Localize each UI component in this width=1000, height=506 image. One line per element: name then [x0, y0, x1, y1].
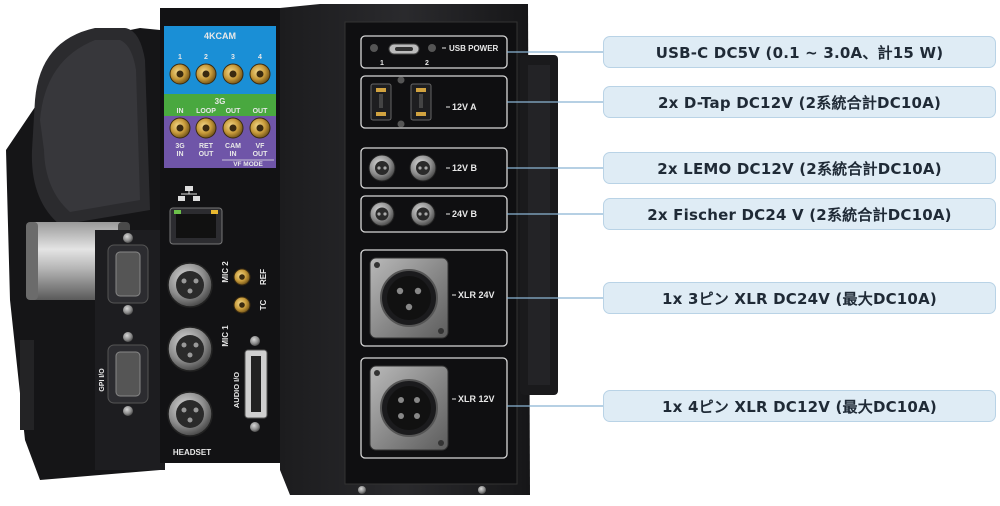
- callout-xlr-3pin: 1x 3ピン XLR DC24V (最大DC10A): [603, 282, 996, 314]
- callout-xlr-4pin: 1x 4ピン XLR DC12V (最大DC10A): [603, 390, 996, 422]
- tc-label: TC: [259, 299, 268, 310]
- headset-connector: [167, 391, 213, 437]
- xlr12-connector: [369, 365, 449, 451]
- usb-port-1-label: 1: [380, 60, 384, 67]
- sdi-block: 4KCAM 1 2 3 4 3G IN LOOP OUT OUT 3G IN R…: [164, 26, 276, 168]
- network-icon: [178, 186, 200, 201]
- sdi-bottom-label-3a: CAM: [225, 143, 241, 150]
- ref-label: REF: [259, 269, 268, 285]
- gpi-connector-bottom: [107, 332, 149, 416]
- gpi-label: GPI I/O: [99, 368, 106, 392]
- headset-label: HEADSET: [173, 448, 211, 457]
- mic1-label: MIC 1: [221, 325, 230, 347]
- xlr24-group: XLR 24V: [360, 249, 508, 347]
- callout-fischer: 2x Fischer DC24 V (2系統合計DC10A): [603, 198, 996, 230]
- v12b-label: 12V B: [452, 163, 478, 173]
- sdi-top-label-2: LOOP: [196, 108, 216, 115]
- ref-bnc: [233, 268, 251, 286]
- cam-port-3-label: 3: [231, 54, 235, 61]
- callout-lemo: 2x LEMO DC12V (2系統合計DC10A): [603, 152, 996, 184]
- xlr24-connector: [369, 257, 449, 339]
- callout-dtap: 2x D-Tap DC12V (2系統合計DC10A): [603, 86, 996, 118]
- sdi-bottom-label-2b: OUT: [199, 151, 215, 158]
- sdi-top-label-1: IN: [177, 108, 184, 115]
- vf-mode-label: VF MODE: [233, 161, 263, 168]
- dtap-port-2: [410, 83, 432, 121]
- sdi-bottom-label-4a: VF: [256, 143, 266, 150]
- mic2-label: MIC 2: [221, 261, 230, 283]
- audio-io-connector: [244, 336, 268, 432]
- cam-port-4-label: 4: [258, 54, 262, 61]
- cam-port-2-label: 2: [204, 54, 208, 61]
- usb-power-label: USB POWER: [449, 44, 499, 53]
- sdi-top-label-3: OUT: [226, 108, 242, 115]
- v12a-label: 12V A: [452, 102, 477, 112]
- gpi-connector-top: [107, 233, 149, 315]
- sdi-bottom-label-1b: IN: [177, 151, 184, 158]
- sdi-bottom-label-2a: RET: [199, 143, 214, 150]
- xlr12-label: XLR 12V: [458, 394, 495, 404]
- v24b-label: 24V B: [452, 209, 478, 219]
- tc-bnc: [233, 296, 251, 314]
- fischer-port-2: [410, 201, 436, 227]
- sdi-top-label-4: OUT: [253, 108, 269, 115]
- usb-port-2-label: 2: [425, 60, 429, 67]
- dtap-port-1: [370, 83, 392, 121]
- leader-lines: [507, 51, 603, 407]
- xlr24-label: XLR 24V: [458, 290, 495, 300]
- sdi-3g-label: 3G: [215, 97, 226, 106]
- fischer-port-1: [369, 201, 395, 227]
- mic1-connector: [167, 326, 213, 372]
- sdi-bottom-label-1a: 3G: [175, 143, 185, 150]
- xlr12-group: XLR 12V: [360, 357, 508, 459]
- lemo-port-2: [409, 154, 437, 182]
- cam-port-1-label: 1: [178, 54, 182, 61]
- cam-label: 4KCAM: [204, 31, 236, 41]
- ethernet-port: [169, 207, 223, 245]
- mic2-connector: [167, 262, 213, 308]
- fischer-group: 24V B: [360, 195, 508, 233]
- lemo-port-1: [368, 154, 396, 182]
- callout-usb-c: USB-C DC5V (0.1 ~ 3.0A、計15 W): [603, 36, 996, 68]
- sdi-bottom-label-3b: IN: [230, 151, 237, 158]
- sdi-bottom-label-4b: OUT: [253, 151, 269, 158]
- audio-io-label: AUDIO I/O: [232, 372, 241, 408]
